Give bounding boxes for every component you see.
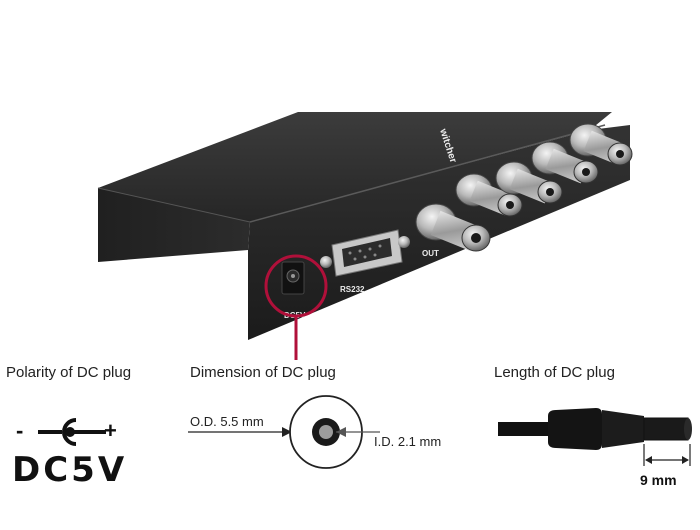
- bnc-connector-2: [495, 161, 563, 204]
- dimension-caption: Dimension of DC plug: [190, 364, 336, 381]
- polarity-caption: Polarity of DC plug: [6, 364, 132, 381]
- polarity-plus-sign: +: [104, 418, 117, 443]
- polarity-symbol-icon: [38, 418, 106, 446]
- plug-tip: [643, 417, 689, 441]
- inner-pin-hole: [319, 425, 333, 439]
- plug-cross-section-diagram: [188, 395, 380, 469]
- device-photo: witcher DC5V RS232 OUT: [97, 112, 633, 360]
- port-label-serial: RS232: [340, 285, 365, 294]
- plug-cable: [498, 422, 550, 436]
- bnc-connector-4: [569, 123, 633, 166]
- plug-length-diagram: [498, 408, 692, 466]
- outer-diameter-label: O.D. 5.5 mm: [190, 414, 264, 429]
- device-top: [98, 112, 612, 222]
- rs232-port: [320, 229, 410, 277]
- plug-length-label: 9 mm: [640, 472, 677, 488]
- device-side: [98, 188, 250, 262]
- bnc-connector-out: [415, 203, 491, 252]
- bnc-connector-1: [455, 173, 523, 217]
- bnc-connector-3: [531, 141, 599, 184]
- length-caption: Length of DC plug: [494, 364, 615, 381]
- port-label-output: OUT: [422, 249, 439, 258]
- plug-body: [548, 408, 602, 450]
- inner-diameter-label: I.D. 2.1 mm: [374, 434, 442, 449]
- polarity-minus-sign: -: [16, 418, 24, 443]
- voltage-rating: DC5V: [12, 450, 128, 490]
- video-switcher-illustration: witcher DC5V RS232 OUT: [97, 112, 633, 360]
